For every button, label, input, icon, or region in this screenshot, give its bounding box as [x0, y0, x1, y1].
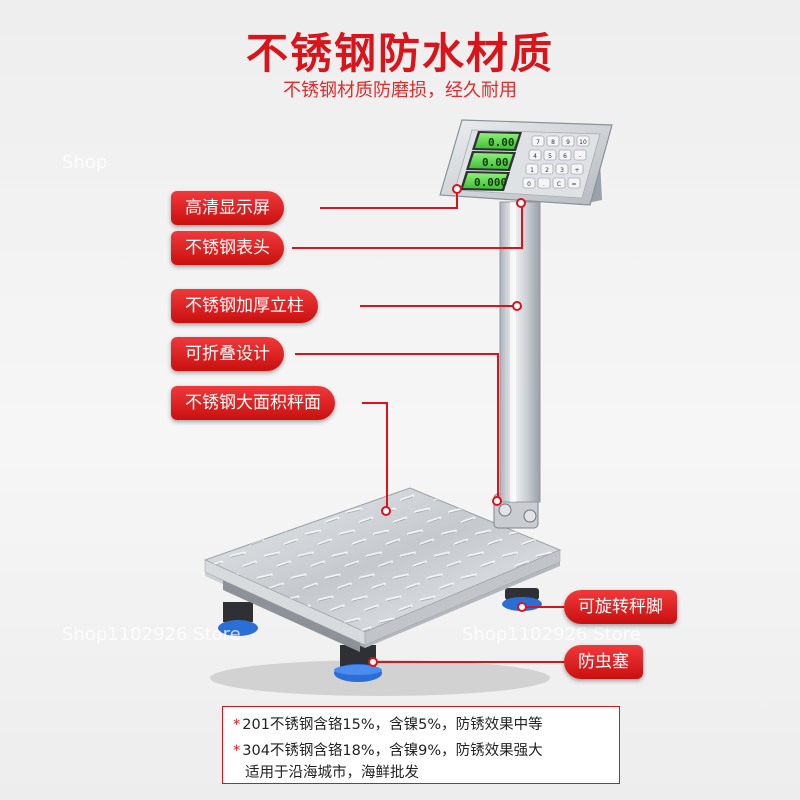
keypad-key-label: 2	[545, 167, 549, 174]
dot-fold	[492, 496, 502, 506]
keypad-key-label: 1	[530, 167, 534, 174]
keypad-key-label: 9	[566, 139, 570, 146]
keypad-key	[552, 177, 566, 189]
keypad-key-label: +	[574, 167, 579, 174]
info-line-201-text: 201不锈钢含铬15%，含镍5%，防锈效果中等	[242, 717, 543, 733]
watermark-1: Shop	[62, 152, 108, 173]
callout-foldable: 可折叠设计	[171, 337, 284, 371]
dot-plug	[368, 657, 378, 667]
leader-plug	[372, 661, 572, 663]
watermark-2: Shop1102926 Store	[62, 624, 241, 645]
keypad-key-label: -	[579, 153, 581, 160]
display-row-3: 0.000	[474, 176, 507, 189]
keypad-key-label: =	[571, 181, 576, 188]
keypad: 7 8 9 10 4 5 6 - 1 2 3 +0. C =	[522, 135, 590, 189]
keypad-key	[525, 163, 539, 175]
material-info-box: *201不锈钢含铬15%，含镍5%，防锈效果中等 *304不锈钢含铬18%，含镍…	[222, 706, 620, 784]
keypad-key	[555, 163, 569, 175]
info-line-201: *201不锈钢含铬15%，含镍5%，防锈效果中等	[233, 713, 543, 734]
keypad-key	[570, 163, 584, 175]
keypad-key-label: 6	[563, 153, 567, 160]
keypad-key	[573, 149, 587, 161]
callout-stainless-head: 不锈钢表头	[171, 231, 284, 265]
keypad-key-label: 4	[533, 153, 537, 160]
callout-thick-pole: 不锈钢加厚立柱	[171, 289, 318, 323]
keypad-key-label: C	[557, 181, 561, 188]
info-line-304: *304不锈钢含铬18%，含镍9%，防锈效果强大	[233, 739, 543, 760]
keypad-key	[567, 177, 581, 189]
leader-fold-v	[497, 353, 499, 500]
keypad-key-label: .	[543, 181, 545, 188]
dot-head	[516, 198, 526, 208]
display-row-2: 0.00	[482, 156, 509, 169]
dot-display	[452, 184, 462, 194]
keypad-key-label: 0	[527, 181, 531, 188]
dot-pole	[512, 301, 522, 311]
bullet-star: *	[233, 743, 241, 759]
callout-insect-plug: 防虫塞	[564, 645, 643, 679]
keypad-key	[558, 149, 572, 161]
leader-foot	[522, 606, 572, 608]
dot-platform	[381, 506, 391, 516]
callout-rotating-feet: 可旋转秤脚	[564, 590, 677, 624]
info-line-usage: 适用于沿海城市，海鲜批发	[245, 765, 419, 781]
keypad-key	[537, 177, 551, 189]
page-subtitle: 不锈钢材质防磨损，经久耐用	[283, 80, 517, 101]
keypad-key	[561, 135, 575, 147]
keypad-key-label: 3	[560, 167, 564, 174]
leader-platform	[362, 402, 388, 404]
leader-platform-v	[386, 402, 388, 510]
keypad-key	[531, 135, 545, 147]
leader-display-v	[456, 190, 458, 209]
keypad-key-label: 8	[551, 139, 555, 146]
dot-foot	[517, 602, 527, 612]
keypad-key	[576, 135, 590, 147]
keypad-key	[528, 149, 542, 161]
keypad-key-label: 5	[548, 153, 552, 160]
bullet-star: *	[233, 717, 241, 733]
keypad-key-label: 10	[579, 139, 587, 146]
keypad-key	[543, 149, 557, 161]
callout-large-platform: 不锈钢大面积秤面	[171, 386, 335, 420]
keypad-key	[522, 177, 536, 189]
leader-display	[320, 207, 458, 209]
page-title: 不锈钢防水材质	[245, 29, 554, 78]
leader-fold	[295, 353, 499, 355]
display-row-1: 0.00	[488, 136, 515, 149]
keypad-key	[540, 163, 554, 175]
info-line-304-text: 304不锈钢含铬18%，含镍9%，防锈效果强大	[242, 743, 543, 759]
watermark-3: Shop1102926 Store	[462, 624, 641, 645]
leader-head	[292, 247, 522, 249]
keypad-key	[546, 135, 560, 147]
leader-head-v	[521, 205, 523, 249]
keypad-key-label: 7	[536, 139, 540, 146]
leader-pole	[360, 305, 516, 307]
callout-display-screen: 高清显示屏	[171, 191, 284, 225]
